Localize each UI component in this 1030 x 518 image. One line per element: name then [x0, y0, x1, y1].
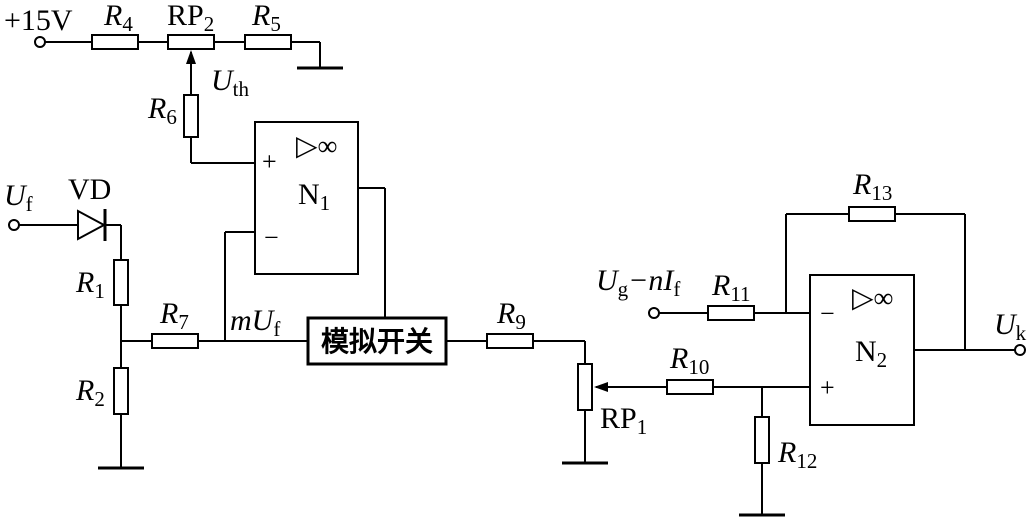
supply-label: +15V: [4, 4, 73, 37]
resistor-r9: [486, 333, 534, 349]
opamp-n1-label: N1: [298, 178, 330, 215]
label-r12: R12: [777, 436, 817, 473]
ug-terminal: [648, 307, 660, 319]
opamp-n2-plus: +: [820, 373, 835, 402]
label-r1: R1: [75, 266, 105, 303]
label-muf: mUf: [230, 304, 280, 341]
opamp-n2-symbol: ▷∞: [852, 283, 894, 314]
label-vd: VD: [68, 173, 111, 206]
diode-vd: [77, 209, 107, 241]
rp1-wiper-arrow: [594, 382, 608, 392]
label-r9: R9: [496, 297, 526, 334]
potentiometer-rp2: [167, 34, 215, 50]
resistor-r4: [91, 34, 139, 50]
label-r2: R2: [75, 374, 105, 411]
label-ug-nif: Ug−nIf: [596, 264, 680, 301]
label-r11: R11: [711, 269, 751, 306]
resistor-r2: [113, 367, 129, 415]
label-r10: R10: [669, 342, 709, 379]
label-uf: Uf: [4, 179, 33, 216]
label-r13: R13: [852, 168, 892, 205]
label-r5: R5: [251, 0, 281, 36]
rp2-wiper-arrow: [186, 50, 196, 64]
opamp-n1-plus: +: [262, 147, 277, 176]
opamp-n1: [254, 121, 359, 275]
resistor-r12: [754, 416, 770, 464]
opamp-n2-minus: −: [820, 299, 835, 328]
opamp-n1-symbol: ▷∞: [296, 131, 338, 162]
opamp-n1-minus: −: [264, 223, 279, 252]
resistor-r6: [183, 94, 199, 138]
uf-terminal: [8, 219, 20, 231]
label-r6: R6: [147, 92, 177, 129]
label-r7: R7: [159, 297, 189, 334]
analog-switch: [306, 316, 448, 366]
opamp-n2-label: N2: [855, 335, 887, 372]
supply-terminal: [34, 36, 46, 48]
resistor-r13: [848, 206, 896, 222]
resistor-r10: [666, 379, 714, 395]
resistor-r1: [113, 259, 129, 306]
potentiometer-rp1: [577, 363, 593, 411]
label-rp2: RP2: [167, 0, 214, 36]
label-uk: Uk: [994, 308, 1027, 345]
opamp-n2: [809, 274, 915, 426]
uk-terminal: [1014, 344, 1026, 356]
analog-switch-label: 模拟开关: [321, 325, 433, 358]
label-r4: R4: [103, 0, 133, 36]
resistor-r5: [244, 34, 292, 50]
label-rp1: RP1: [600, 402, 647, 439]
resistor-r7: [151, 333, 199, 349]
label-uth: Uth: [211, 64, 250, 101]
resistor-r11: [707, 305, 755, 321]
